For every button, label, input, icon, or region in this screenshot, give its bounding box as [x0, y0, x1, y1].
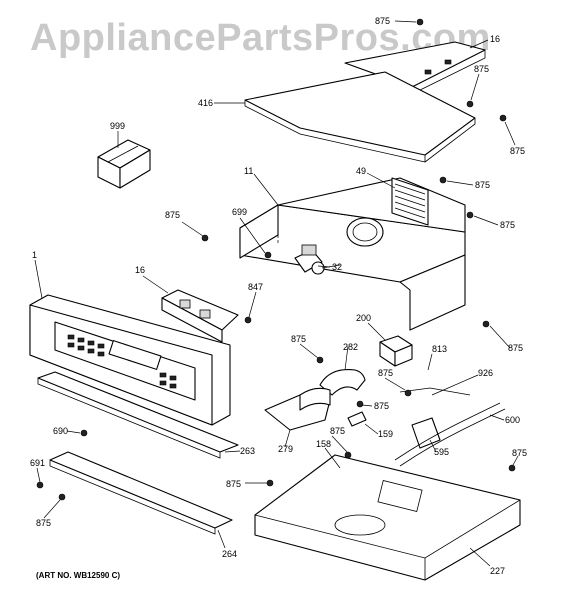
callout-264: 264	[222, 549, 237, 559]
callout-875: 875	[375, 16, 390, 26]
callout-263: 263	[240, 446, 255, 456]
part-49-vent-grille[interactable]	[391, 177, 429, 226]
callout-875: 875	[508, 343, 523, 353]
callout-16: 16	[135, 265, 145, 275]
callout-875: 875	[475, 180, 490, 190]
part-11-oven-frame[interactable]	[239, 177, 466, 331]
part-227-base-pan[interactable]	[254, 454, 521, 581]
leader-lines	[34, 20, 519, 567]
callout-926: 926	[478, 368, 493, 378]
callout-875: 875	[291, 334, 306, 344]
part-416-top-panel[interactable]	[244, 71, 476, 163]
callout-600: 600	[505, 415, 520, 425]
part-600-heating-element[interactable]	[394, 402, 506, 467]
part-999-box[interactable]	[97, 139, 151, 189]
callout-699: 699	[232, 207, 247, 217]
callout-49: 49	[356, 166, 366, 176]
part-159-switch[interactable]	[347, 411, 367, 427]
callout-875: 875	[330, 426, 345, 436]
callout-875: 875	[374, 401, 389, 411]
callout-690: 690	[53, 426, 68, 436]
part-1-control-panel[interactable]	[29, 294, 231, 426]
callout-227: 227	[490, 566, 505, 576]
callout-279: 279	[278, 444, 293, 454]
callout-1: 1	[32, 250, 37, 260]
part-16-control-board[interactable]	[161, 289, 239, 343]
part-279-duct-base[interactable]	[264, 387, 331, 431]
callout-691: 691	[30, 458, 45, 468]
callout-875: 875	[378, 368, 393, 378]
callout-32: 32	[332, 262, 342, 272]
callout-158: 158	[316, 439, 331, 449]
callout-16: 16	[490, 34, 500, 44]
callout-875: 875	[474, 64, 489, 74]
callout-875: 875	[165, 210, 180, 220]
callout-200: 200	[356, 313, 371, 323]
part-595-bracket[interactable]	[411, 417, 441, 449]
callout-labels: 875 16 875 416 875 999 49 875 11 875 875…	[30, 16, 527, 576]
part-282-duct[interactable]	[319, 369, 366, 396]
callout-875: 875	[226, 479, 241, 489]
callout-282: 282	[343, 342, 358, 352]
callout-813: 813	[432, 344, 447, 354]
callout-416: 416	[198, 98, 213, 108]
callout-999: 999	[110, 121, 125, 131]
callout-875: 875	[512, 448, 527, 458]
callout-875: 875	[510, 146, 525, 156]
part-263-trim-strip[interactable]	[37, 371, 239, 459]
callout-875: 875	[36, 518, 51, 528]
part-264-bottom-bracket[interactable]	[49, 451, 233, 535]
art-number: (ART NO. WB12590 C)	[36, 571, 120, 580]
part-200-terminal-block[interactable]	[379, 335, 413, 367]
callout-875: 875	[500, 220, 515, 230]
callout-847: 847	[248, 282, 263, 292]
screw-icon	[36, 18, 516, 501]
callout-11: 11	[244, 166, 253, 176]
callout-159: 159	[378, 429, 393, 439]
part-32-fan-motor[interactable]	[294, 244, 341, 275]
callout-595: 595	[434, 447, 449, 457]
